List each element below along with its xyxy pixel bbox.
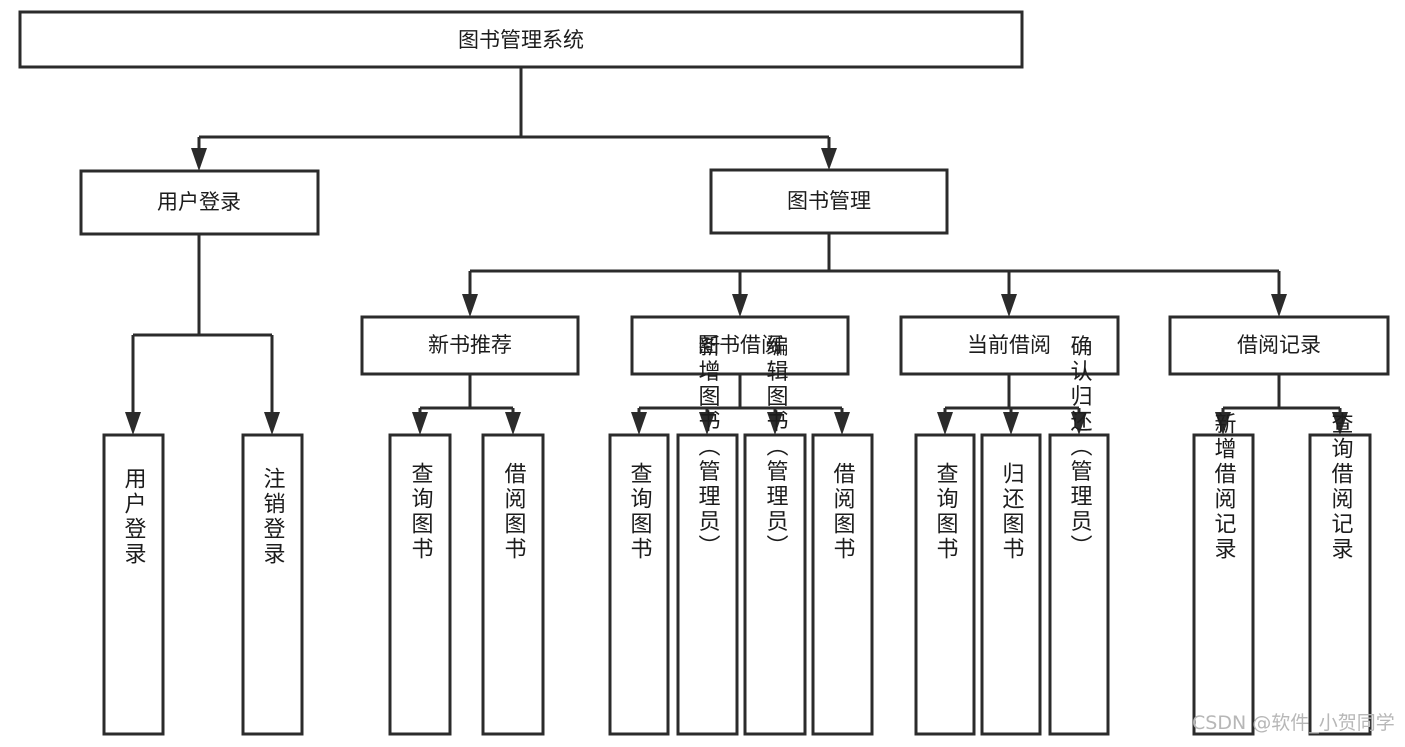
leaf-edit-book-admin-box[interactable] [743, 433, 807, 736]
node-root-system[interactable]: 图书管理系统 [18, 10, 1024, 69]
node-borrow-record-box[interactable] [1168, 315, 1390, 376]
node-new-book-recommend[interactable]: 新书推荐 [360, 315, 580, 376]
leaf-confirm-return-admin-label: 确认归还（管理员） [1067, 335, 1093, 560]
arrow-head-icon [125, 412, 141, 435]
arrow-head-icon [191, 148, 207, 171]
node-new-book-recommend-label: 新书推荐 [428, 333, 512, 357]
arrow-head-icon [264, 412, 280, 435]
leaf-query-borrow-record[interactable]: 查询借阅记录 [1308, 412, 1372, 736]
watermark-label: CSDN @软件_小贺同学 [1192, 712, 1395, 734]
leaf-query-book-newbook[interactable]: 查询图书 [388, 433, 452, 736]
node-book-management-label: 图书管理 [787, 189, 871, 213]
node-book-management-box[interactable] [709, 168, 949, 235]
leaf-confirm-return-admin[interactable]: 确认归还（管理员） [1048, 335, 1110, 736]
arrow-head-icon [937, 412, 953, 435]
node-current-borrow-label: 当前借阅 [967, 333, 1051, 357]
node-user-login[interactable]: 用户登录 [79, 169, 320, 236]
leaf-query-book-newbook-box[interactable] [388, 433, 452, 736]
node-borrow-record[interactable]: 借阅记录 [1168, 315, 1390, 376]
leaf-user-login-box[interactable] [102, 433, 165, 736]
arrow-head-icon [767, 412, 783, 435]
arrow-head-icon [699, 412, 715, 435]
leaf-query-book-borrow-label: 查询图书 [627, 462, 653, 562]
arrow-head-icon [1003, 412, 1019, 435]
leaf-query-book-borrow[interactable]: 查询图书 [608, 433, 670, 736]
leaf-query-borrow-record-label: 查询借阅记录 [1328, 412, 1354, 562]
node-book-borrow[interactable]: 图书借阅 [630, 315, 850, 376]
node-root-label: 图书管理系统 [458, 28, 584, 52]
node-book-management[interactable]: 图书管理 [709, 168, 949, 235]
leaf-add-book-admin[interactable]: 新增图书（管理员） [676, 335, 739, 736]
leaf-edit-book-admin-label: 编辑图书（管理员） [763, 335, 789, 560]
leaf-return-book[interactable]: 归还图书 [980, 433, 1042, 736]
node-book-borrow-label: 图书借阅 [698, 333, 782, 357]
arrow-head-icon [1332, 412, 1348, 435]
leaf-query-book-current-label: 查询图书 [933, 462, 959, 562]
leaf-borrow-book-newbook-label: 借阅图书 [501, 462, 527, 562]
node-user-login-label: 用户登录 [157, 190, 241, 214]
connector-layer [125, 67, 1348, 435]
arrow-head-icon [732, 294, 748, 317]
arrow-head-icon [821, 148, 837, 170]
arrow-head-icon [412, 412, 428, 435]
leaf-query-book-newbook-label: 查询图书 [408, 462, 434, 562]
leaf-edit-book-admin[interactable]: 编辑图书（管理员） [743, 335, 807, 736]
node-current-borrow[interactable]: 当前借阅 [899, 315, 1120, 376]
leaf-query-borrow-record-box[interactable] [1308, 433, 1372, 736]
leaf-query-book-current-box[interactable] [914, 433, 976, 736]
leaf-user-login-label: 用户登录 [121, 467, 147, 567]
node-current-borrow-box[interactable] [899, 315, 1120, 376]
leaf-borrow-book[interactable]: 借阅图书 [811, 433, 874, 736]
leaf-add-book-admin-box[interactable] [676, 433, 739, 736]
node-root-box[interactable] [18, 10, 1024, 69]
leaf-confirm-return-admin-box[interactable] [1048, 433, 1110, 736]
leaf-return-book-box[interactable] [980, 433, 1042, 736]
node-new-book-recommend-box[interactable] [360, 315, 580, 376]
leaf-return-book-label: 归还图书 [999, 462, 1025, 562]
leaf-logout[interactable]: 注销登录 [241, 433, 304, 736]
node-borrow-record-label: 借阅记录 [1237, 333, 1321, 357]
leaf-borrow-book-label: 借阅图书 [830, 462, 856, 562]
arrow-head-icon [505, 412, 521, 435]
arrow-head-icon [1001, 294, 1017, 317]
node-user-login-box[interactable] [79, 169, 320, 236]
leaf-query-book-current[interactable]: 查询图书 [914, 433, 976, 736]
leaf-logout-box[interactable] [241, 433, 304, 736]
leaf-logout-label: 注销登录 [260, 467, 286, 567]
arrow-head-icon [631, 412, 647, 435]
leaf-borrow-book-box[interactable] [811, 433, 874, 736]
arrow-head-icon [462, 294, 478, 317]
leaf-add-borrow-record-box[interactable] [1192, 433, 1255, 736]
leaf-query-book-borrow-box[interactable] [608, 433, 670, 736]
leaf-borrow-book-newbook[interactable]: 借阅图书 [481, 433, 545, 736]
leaf-add-borrow-record-label: 新增借阅记录 [1211, 412, 1237, 562]
leaf-add-book-admin-label: 新增图书（管理员） [695, 335, 721, 560]
arrow-head-icon [1215, 412, 1231, 435]
leaf-borrow-book-newbook-box[interactable] [481, 433, 545, 736]
arrow-head-icon [834, 412, 850, 435]
arrow-head-icon [1071, 412, 1087, 435]
leaf-user-login[interactable]: 用户登录 [102, 433, 165, 736]
arrow-head-icon [1271, 294, 1287, 317]
node-book-borrow-box[interactable] [630, 315, 850, 376]
leaf-add-borrow-record[interactable]: 新增借阅记录 [1192, 412, 1255, 736]
